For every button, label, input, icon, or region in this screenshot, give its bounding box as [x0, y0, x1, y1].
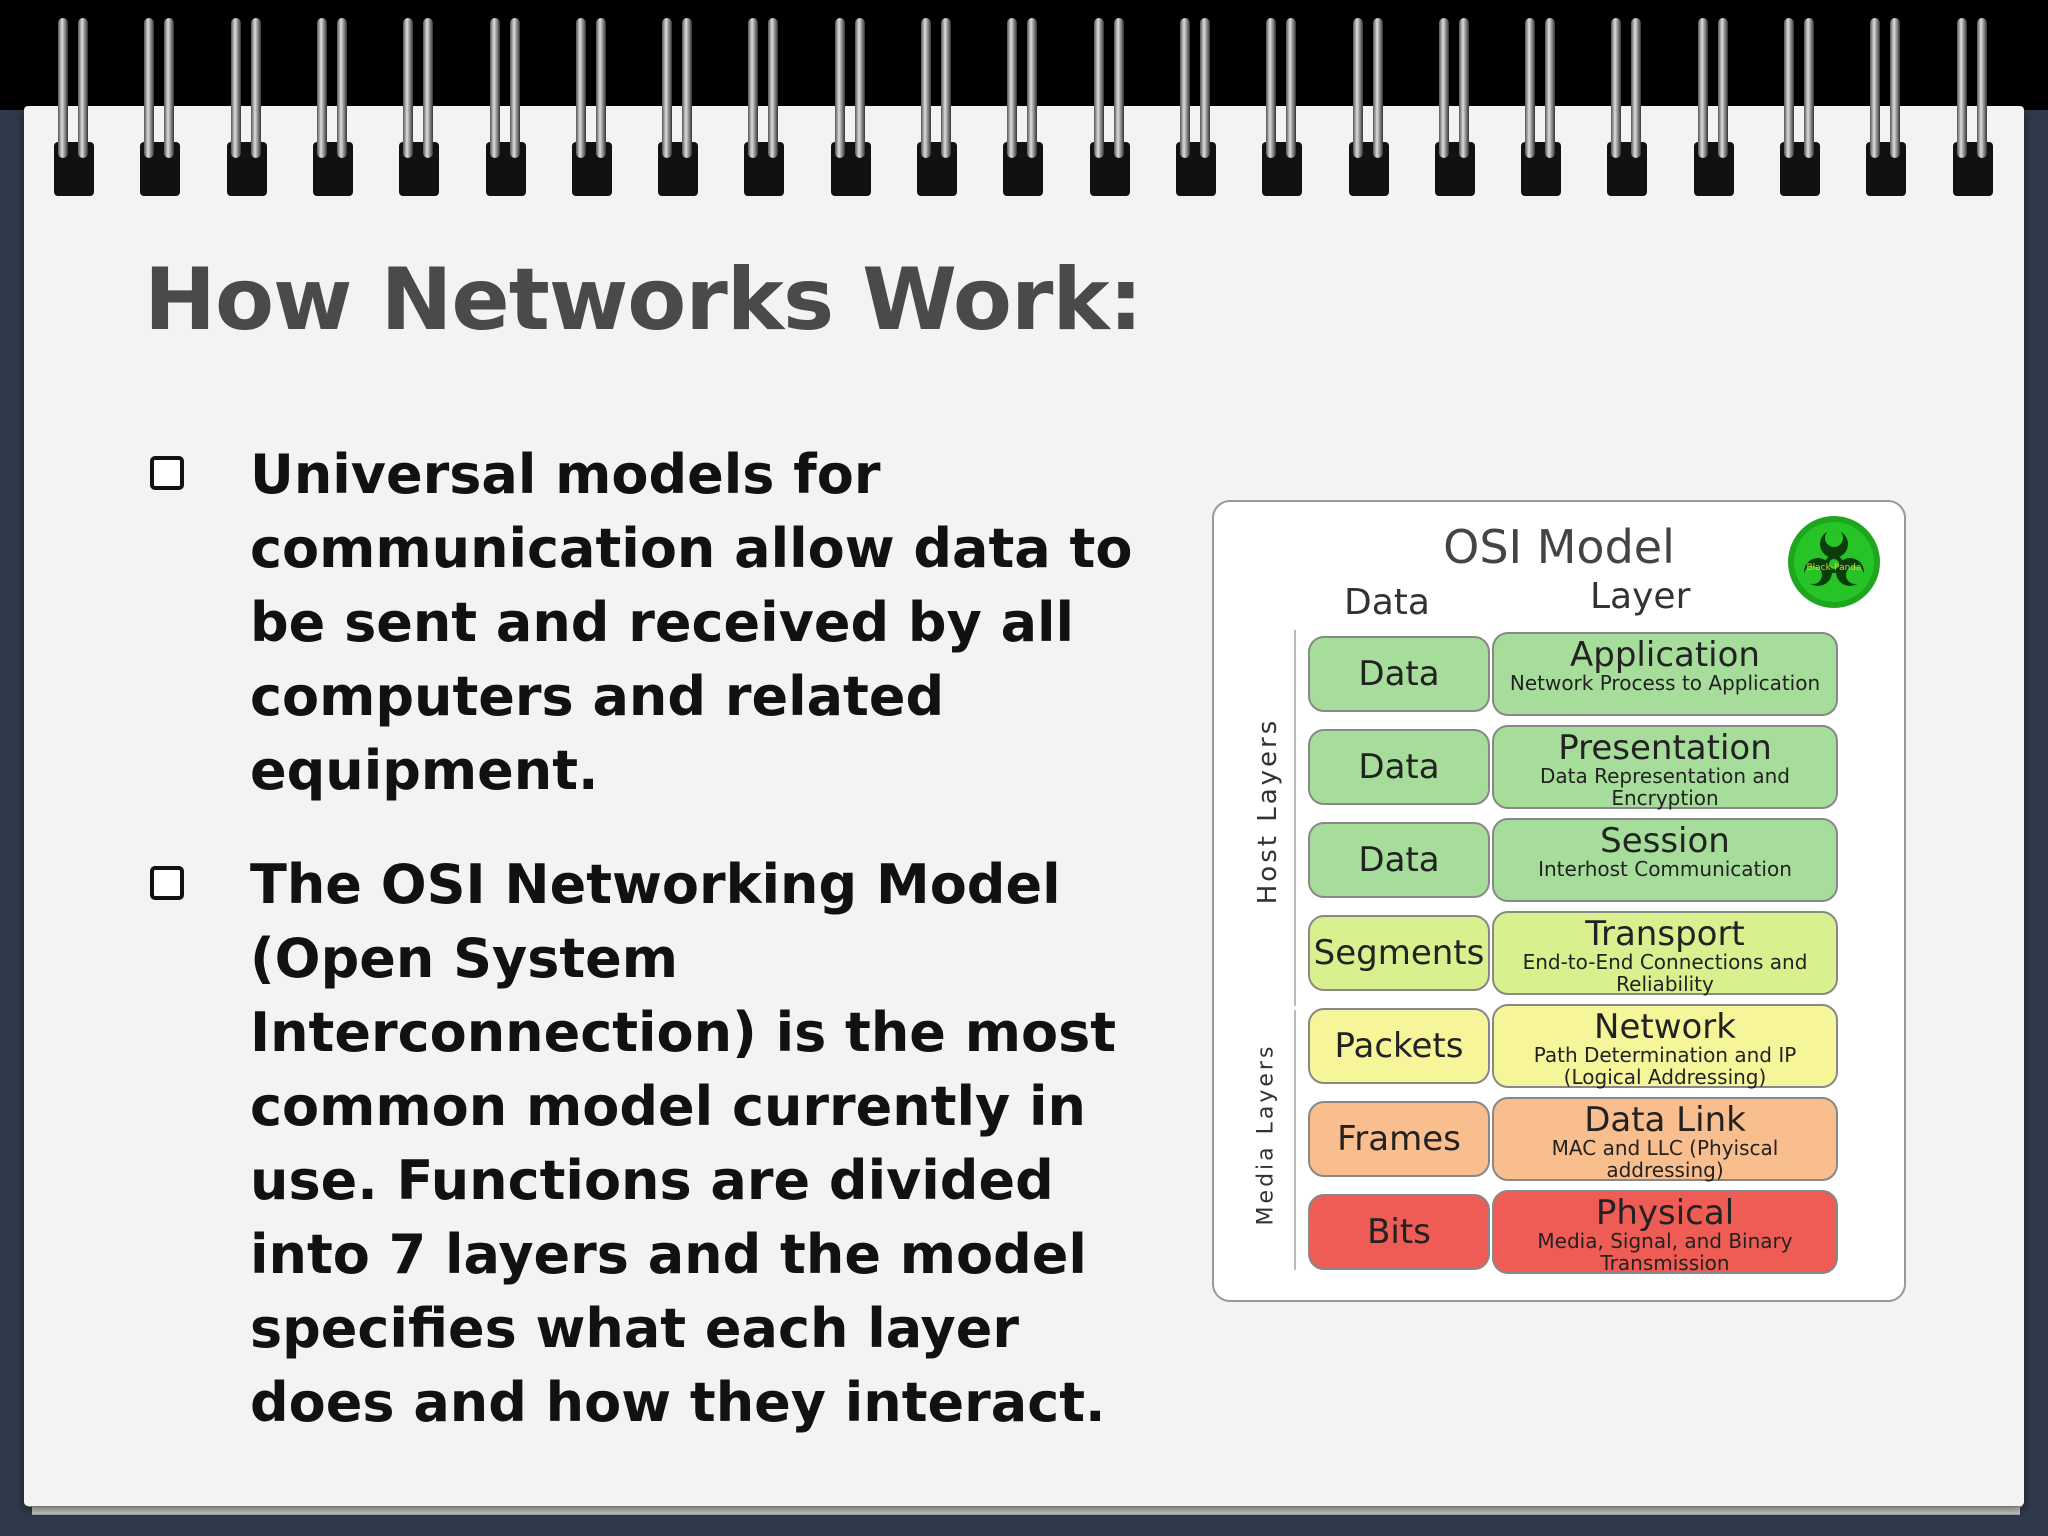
osi-layer-name: Data Link: [1584, 1100, 1746, 1140]
osi-data-unit: Data: [1308, 822, 1490, 898]
osi-data-unit: Segments: [1308, 915, 1490, 991]
binding-ring: [570, 18, 614, 196]
osi-layer-name: Session: [1600, 821, 1730, 861]
paper-edge: [32, 1506, 2020, 1515]
binding-ring: [1519, 18, 1563, 196]
binding-ring: [138, 18, 182, 196]
osi-layer-name: Application: [1570, 635, 1760, 675]
binding-ring: [1692, 18, 1736, 196]
binding-ring: [1347, 18, 1391, 196]
binding-ring: [656, 18, 700, 196]
osi-data-unit: Data: [1308, 636, 1490, 712]
osi-layer-name: Physical: [1595, 1193, 1735, 1233]
binding-ring: [484, 18, 528, 196]
binding-ring: [397, 18, 441, 196]
binding-ring: [225, 18, 269, 196]
binding-ring: [1778, 18, 1822, 196]
column-header-layer: Layer: [1590, 576, 1691, 617]
binding-ring: [1001, 18, 1045, 196]
binding-ring: [1864, 18, 1908, 196]
osi-layer-name: Network: [1594, 1007, 1736, 1047]
binding-ring: [311, 18, 355, 196]
spiral-binding: [0, 0, 2048, 196]
binding-ring: [1088, 18, 1132, 196]
biohazard-logo-icon: Black-Panda: [1788, 516, 1880, 608]
figure-title: OSI Model: [1443, 520, 1675, 574]
bullet-text: Universal models for communication allow…: [250, 443, 1133, 802]
osi-layer-description: Path Determination and IP (Logical Addre…: [1533, 1043, 1797, 1089]
binding-ring: [915, 18, 959, 196]
osi-data-unit: Data: [1308, 729, 1490, 805]
osi-layer-description: Data Representation and Encryption: [1540, 764, 1790, 810]
osi-layer-description: MAC and LLC (Phyiscal addressing): [1551, 1136, 1779, 1182]
osi-data-unit: Bits: [1308, 1194, 1490, 1270]
binding-ring: [1260, 18, 1304, 196]
media-layers-bracket: [1294, 1010, 1296, 1270]
osi-layer-description: Media, Signal, and Binary Transmission: [1537, 1229, 1793, 1275]
bullet-icon: [150, 456, 184, 490]
binding-ring: [742, 18, 786, 196]
host-layers-label: Host Layers: [1253, 717, 1283, 905]
binding-ring: [1951, 18, 1995, 196]
osi-layer-name: Presentation: [1558, 728, 1772, 768]
osi-data-unit: Packets: [1308, 1008, 1490, 1084]
binding-ring: [829, 18, 873, 196]
binding-ring: [1174, 18, 1218, 196]
osi-layer-description: Interhost Communication: [1538, 857, 1792, 881]
osi-model-figure: OSI Model Black-Panda Data Layer Host La…: [1212, 500, 1906, 1302]
slide-title: How Networks Work:: [144, 250, 1143, 350]
host-layers-bracket: [1294, 630, 1296, 1006]
logo-text: Black-Panda: [1806, 563, 1861, 573]
column-header-data: Data: [1344, 582, 1430, 623]
osi-layer-name: Transport: [1585, 914, 1745, 954]
osi-layer-description: End-to-End Connections and Reliability: [1522, 950, 1808, 996]
binding-ring: [1605, 18, 1649, 196]
osi-layer-description: Network Process to Application: [1509, 671, 1821, 695]
bullet-icon: [150, 866, 184, 900]
binding-ring: [52, 18, 96, 196]
media-layers-label: Media Layers: [1253, 1043, 1279, 1226]
bullet-text: The OSI Networking Model (Open System In…: [250, 853, 1117, 1434]
osi-data-unit: Frames: [1308, 1101, 1490, 1177]
binding-ring: [1433, 18, 1477, 196]
